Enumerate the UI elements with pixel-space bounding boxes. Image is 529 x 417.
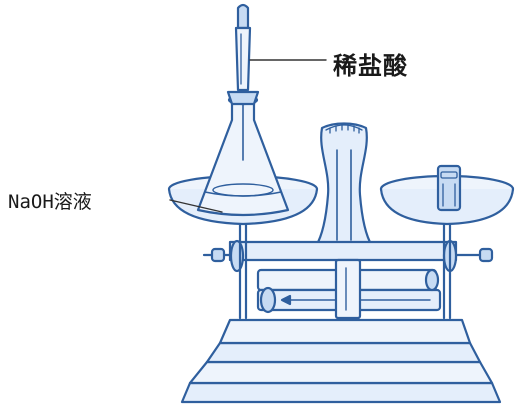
rider-rail — [256, 258, 442, 320]
naoh-solution-label: NaOH溶液 — [8, 187, 92, 214]
naoh-solution-word: 溶液 — [53, 191, 92, 213]
acid-dropper — [226, 3, 260, 161]
naoh-formula: NaOH — [8, 191, 54, 213]
acid-label: 稀盐酸 — [333, 52, 408, 80]
pan-supports — [238, 218, 452, 320]
leader-lines — [169, 59, 327, 213]
naoh-leader-line — [169, 199, 223, 213]
balance-base — [180, 318, 502, 404]
balance-pillar — [314, 122, 374, 248]
weight-block — [436, 164, 462, 212]
pointer-scale — [325, 124, 363, 134]
